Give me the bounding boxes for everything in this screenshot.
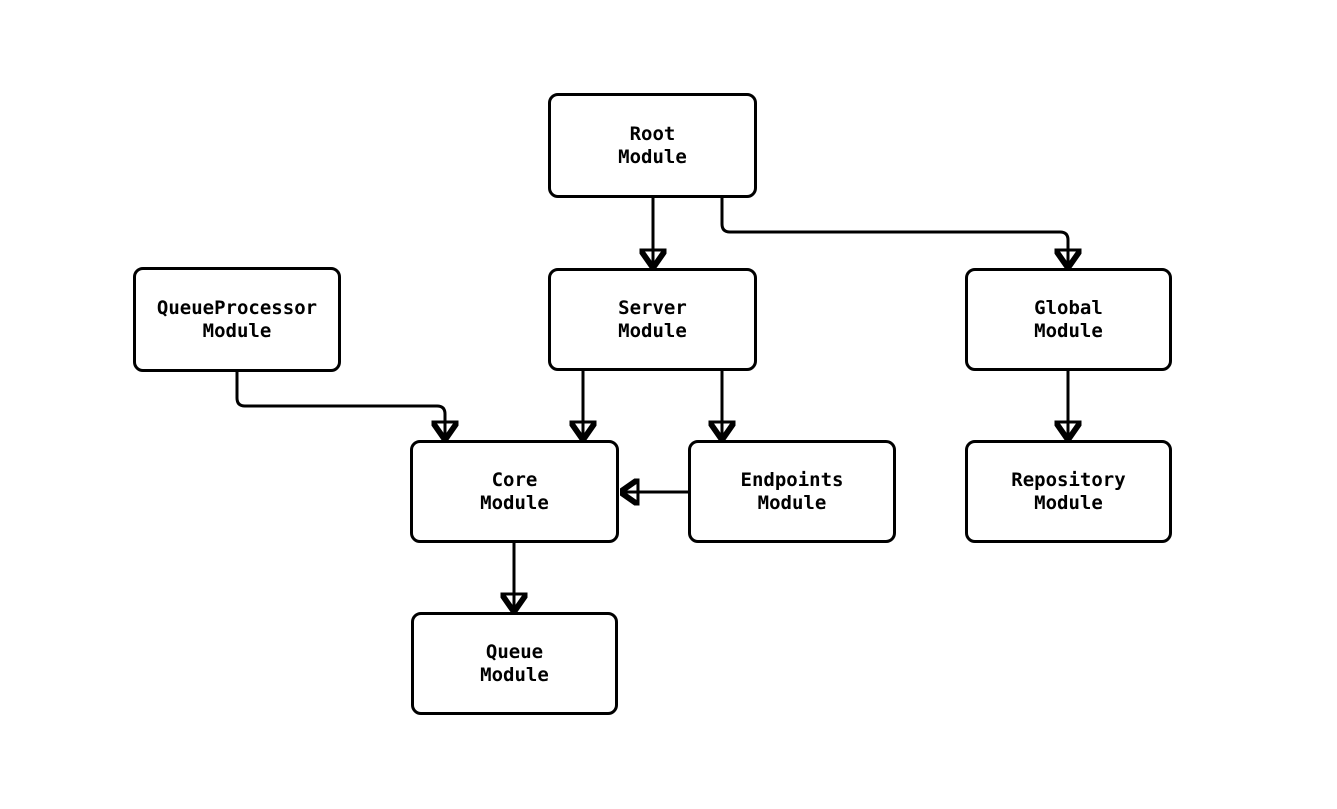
- node-queue-module-label: Queue Module: [480, 640, 549, 686]
- node-global-module-label: Global Module: [1034, 296, 1103, 342]
- node-repository-module-label: Repository Module: [1011, 468, 1126, 514]
- edge-root-to-global: [720, 198, 1068, 266]
- node-root-module-label: Root Module: [618, 122, 687, 168]
- node-root-module: Root Module: [548, 93, 757, 198]
- node-server-module-label: Server Module: [618, 296, 687, 342]
- node-endpoints-module-label: Endpoints Module: [740, 468, 844, 514]
- node-queueprocessor-module: QueueProcessor Module: [133, 267, 341, 372]
- node-core-module: Core Module: [410, 440, 619, 543]
- node-repository-module: Repository Module: [965, 440, 1172, 543]
- node-core-module-label: Core Module: [480, 468, 549, 514]
- node-endpoints-module: Endpoints Module: [688, 440, 896, 543]
- edge-queueprocessor-to-core: [235, 372, 445, 438]
- node-queue-module: Queue Module: [411, 612, 618, 715]
- node-queueprocessor-module-label: QueueProcessor Module: [156, 296, 318, 342]
- node-global-module: Global Module: [965, 268, 1172, 371]
- node-server-module: Server Module: [548, 268, 757, 371]
